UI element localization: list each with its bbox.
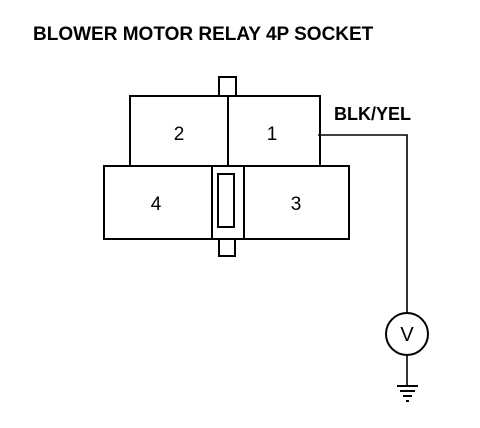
wire-color-label: BLK/YEL (334, 104, 411, 124)
voltmeter-symbol: V (400, 324, 414, 346)
diagram-title: BLOWER MOTOR RELAY 4P SOCKET (33, 24, 374, 45)
pin-2-label: 2 (174, 124, 185, 145)
pin-3-label: 3 (291, 194, 302, 215)
center-latch-slot (217, 173, 235, 228)
ground-icon (397, 385, 418, 402)
blk-yel-wire (318, 134, 408, 313)
top-lock-tab (218, 76, 237, 97)
bottom-lock-tab (218, 238, 236, 257)
upper-terminal-block (129, 95, 321, 167)
pin-4-label: 4 (151, 194, 162, 215)
voltmeter-icon: V (385, 312, 429, 356)
pin-1-label: 1 (267, 124, 278, 145)
